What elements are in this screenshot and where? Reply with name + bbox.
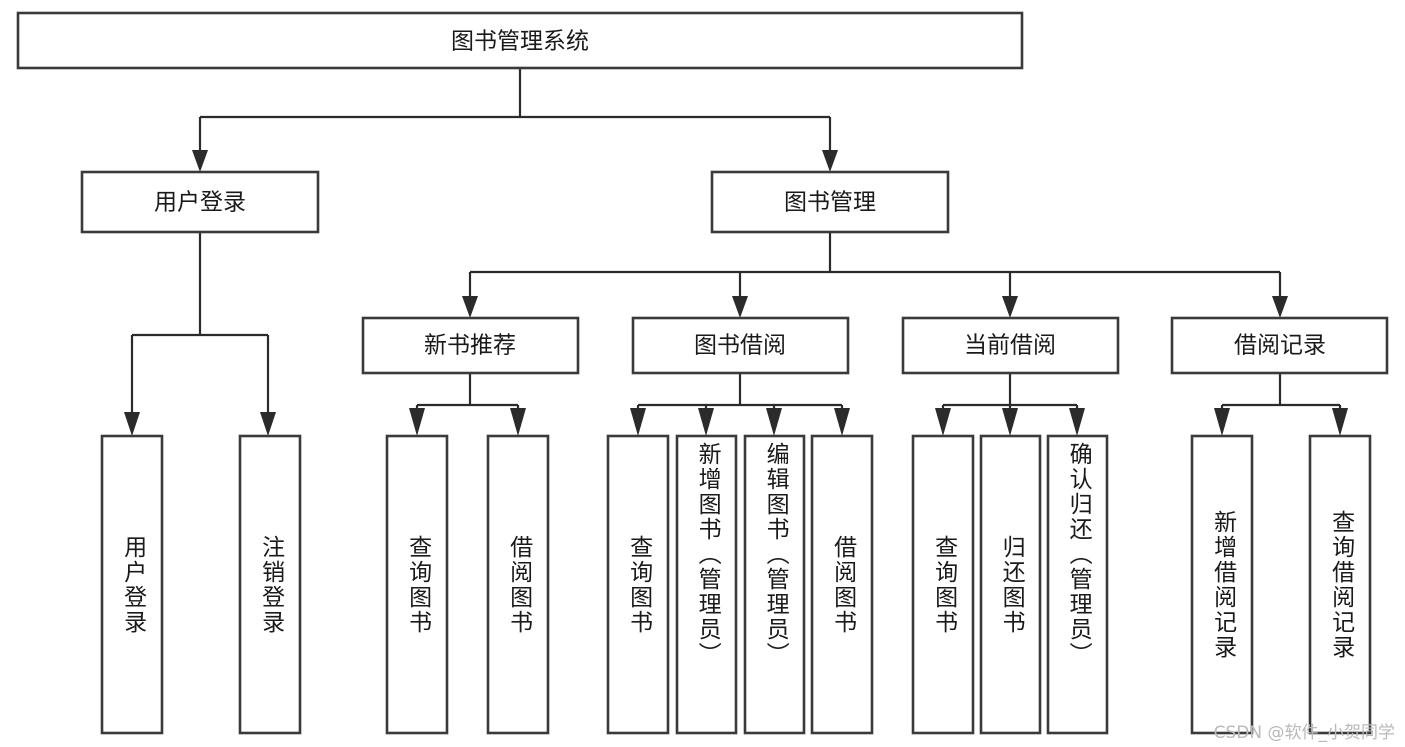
arrowhead-leaf-return-book xyxy=(1002,408,1018,436)
node-leaf-query-book-1[interactable] xyxy=(385,434,449,735)
node-leaf-user-logout[interactable] xyxy=(238,434,302,735)
arrowhead-leaf-add-book xyxy=(698,408,714,436)
node-book-borrow-label: 图书借阅 xyxy=(694,333,786,359)
arrowhead-leaf-query-book-1 xyxy=(409,408,425,436)
node-leaf-query-record[interactable] xyxy=(1308,434,1372,735)
node-borrow-record-label: 借阅记录 xyxy=(1234,333,1326,359)
arrowhead-user-login xyxy=(192,150,208,172)
edges-current-borrow-to-leaves xyxy=(935,373,1085,436)
node-leaf-query-book-3[interactable] xyxy=(911,434,975,735)
node-borrow-record[interactable] xyxy=(1170,316,1389,375)
node-leaf-edit-book[interactable] xyxy=(743,434,806,735)
node-leaf-add-record[interactable] xyxy=(1190,434,1254,735)
edges-new-book-recommend-to-leaves xyxy=(409,373,526,436)
node-leaf-user-login[interactable] xyxy=(100,434,164,735)
node-book-manage-label: 图书管理 xyxy=(784,190,876,216)
arrowhead-leaf-query-book-3 xyxy=(935,408,951,436)
node-book-manage[interactable] xyxy=(710,170,950,234)
node-current-borrow[interactable] xyxy=(901,316,1120,375)
node-leaf-borrow-book-1[interactable] xyxy=(486,434,550,735)
arrowhead-leaf-query-book-2 xyxy=(630,408,646,436)
arrowhead-leaf-query-record xyxy=(1332,408,1348,436)
node-root[interactable] xyxy=(16,11,1024,70)
node-root-label: 图书管理系统 xyxy=(451,29,589,55)
arrowhead-borrow-record xyxy=(1272,296,1288,318)
node-current-borrow-label: 当前借阅 xyxy=(964,333,1056,359)
arrowhead-current-borrow xyxy=(1002,296,1018,318)
node-new-book-recommend[interactable] xyxy=(361,316,580,375)
arrowhead-new-book-recommend xyxy=(462,296,478,318)
arrowhead-book-manage xyxy=(822,150,838,172)
edges-user-login-to-leaves xyxy=(124,232,276,436)
arrowhead-leaf-borrow-book-2 xyxy=(834,408,850,436)
arrowhead-leaf-user-login xyxy=(124,412,140,436)
edges-root-to-level2 xyxy=(192,68,838,172)
arrowhead-leaf-user-logout xyxy=(260,412,276,436)
node-leaf-return-book[interactable] xyxy=(979,434,1042,735)
node-leaf-borrow-book-2[interactable] xyxy=(810,434,874,735)
node-user-login[interactable] xyxy=(80,170,320,234)
node-leaf-query-book-2[interactable] xyxy=(606,434,670,735)
edges-borrow-record-to-leaves xyxy=(1214,373,1348,436)
arrowhead-book-borrow xyxy=(732,296,748,318)
watermark: CSDN @软件_小贺同学 xyxy=(1213,723,1395,743)
node-leaf-confirm-return[interactable] xyxy=(1046,434,1109,735)
arrowhead-leaf-confirm-return xyxy=(1069,408,1085,436)
node-leaf-add-book[interactable] xyxy=(675,434,738,735)
edges-book-manage-to-level3 xyxy=(462,232,1288,318)
node-book-borrow[interactable] xyxy=(631,316,850,375)
arrowhead-leaf-edit-book xyxy=(766,408,782,436)
arrowhead-leaf-add-record xyxy=(1214,408,1230,436)
edges-book-borrow-to-leaves xyxy=(630,373,850,436)
node-new-book-recommend-label: 新书推荐 xyxy=(424,333,516,359)
node-user-login-label: 用户登录 xyxy=(154,190,246,216)
arrowhead-leaf-borrow-book-1 xyxy=(510,408,526,436)
